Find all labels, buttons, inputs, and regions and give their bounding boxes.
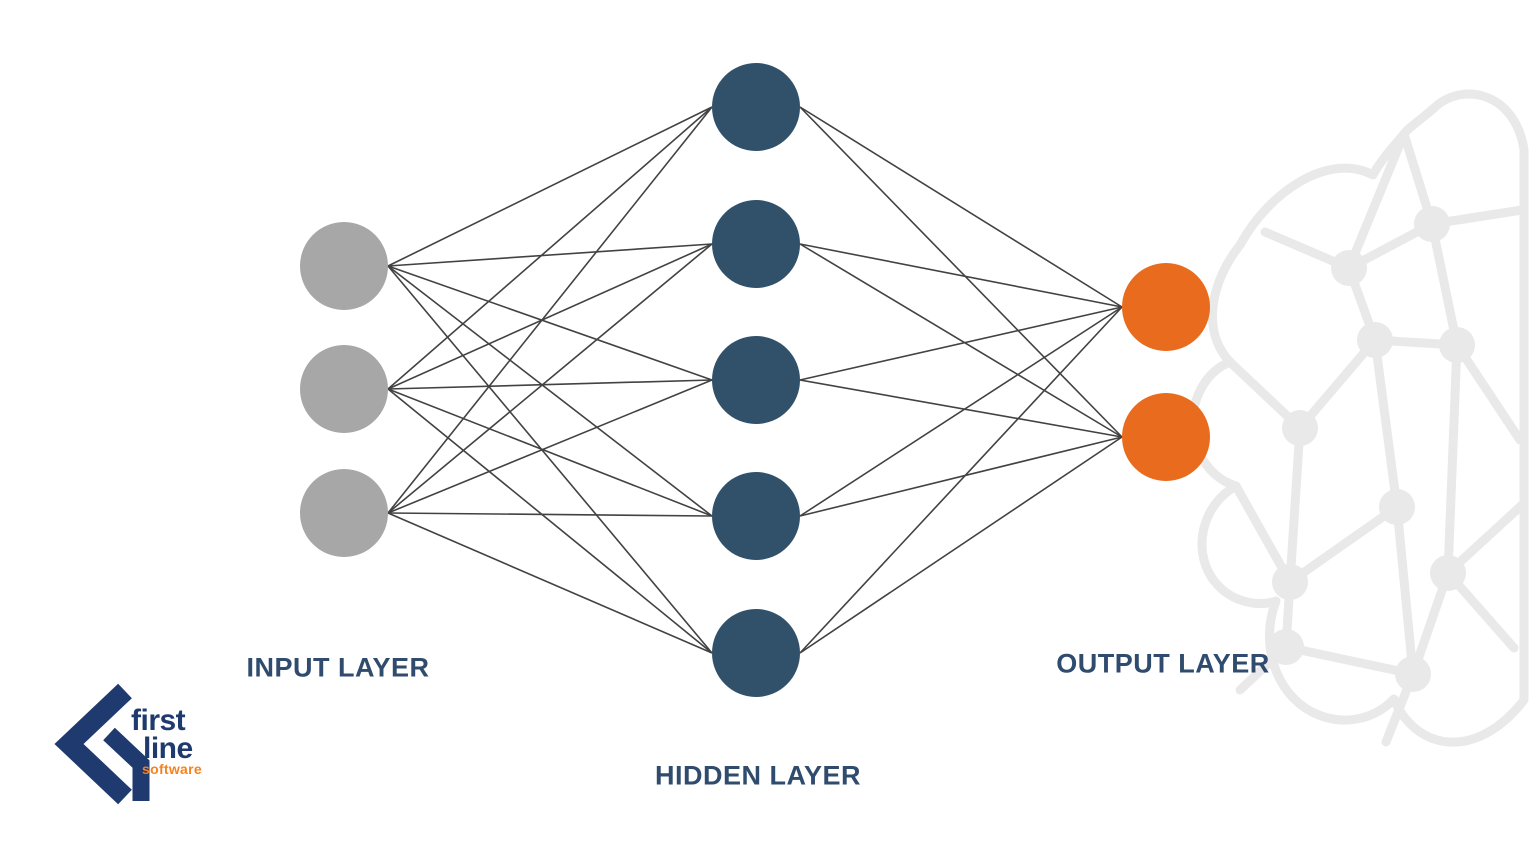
connection-hidden-to-output — [799, 306, 1123, 381]
connection-input-to-hidden — [387, 265, 713, 654]
connection-input-to-hidden — [387, 512, 713, 517]
connection-input-to-hidden — [387, 106, 713, 390]
output-layer-node — [1122, 263, 1210, 351]
hidden-layer-node — [712, 472, 800, 560]
connection-input-to-hidden — [387, 106, 713, 514]
connection-input-to-hidden — [387, 379, 713, 390]
connection-input-to-hidden — [387, 265, 713, 381]
connection-input-to-hidden — [387, 512, 713, 654]
connection-input-to-hidden — [387, 379, 713, 514]
connection-hidden-to-output — [799, 306, 1123, 654]
logo-word-software: software — [142, 761, 202, 777]
logo-word-first: first — [131, 704, 186, 737]
output-layer-node — [1122, 393, 1210, 481]
connection-hidden-to-output — [799, 106, 1123, 308]
hidden-layer-node — [712, 609, 800, 697]
connection-input-to-hidden — [387, 106, 713, 267]
connection-hidden-to-output — [799, 243, 1123, 438]
connection-input-to-hidden — [387, 265, 713, 517]
firstline-logo: first line software — [0, 680, 260, 830]
output-layer-label: OUTPUT LAYER — [1056, 648, 1270, 679]
connection-input-to-hidden — [387, 243, 713, 390]
firstline-logo-mark-icon — [54, 683, 150, 805]
connection-hidden-to-output — [799, 436, 1123, 517]
connection-hidden-to-output — [799, 243, 1123, 308]
input-layer-node — [300, 222, 388, 310]
connection-hidden-to-output — [799, 379, 1123, 438]
connection-hidden-to-output — [799, 436, 1123, 654]
connection-input-to-hidden — [387, 243, 713, 267]
input-layer-node — [300, 345, 388, 433]
input-layer-label: INPUT LAYER — [246, 652, 430, 683]
brain-nodes — [1268, 206, 1475, 692]
logo-word-line: line — [143, 732, 193, 765]
hidden-layer-label: HIDDEN LAYER — [654, 760, 862, 791]
brain-edges — [1225, 129, 1527, 747]
hidden-layer-node — [712, 63, 800, 151]
input-layer-node — [300, 469, 388, 557]
hidden-layer-node — [712, 200, 800, 288]
connection-input-to-hidden — [387, 388, 713, 517]
connection-hidden-to-output — [799, 106, 1123, 438]
connection-input-to-hidden — [387, 388, 713, 654]
hidden-layer-node — [712, 336, 800, 424]
connection-input-to-hidden — [387, 243, 713, 514]
connection-hidden-to-output — [799, 306, 1123, 517]
